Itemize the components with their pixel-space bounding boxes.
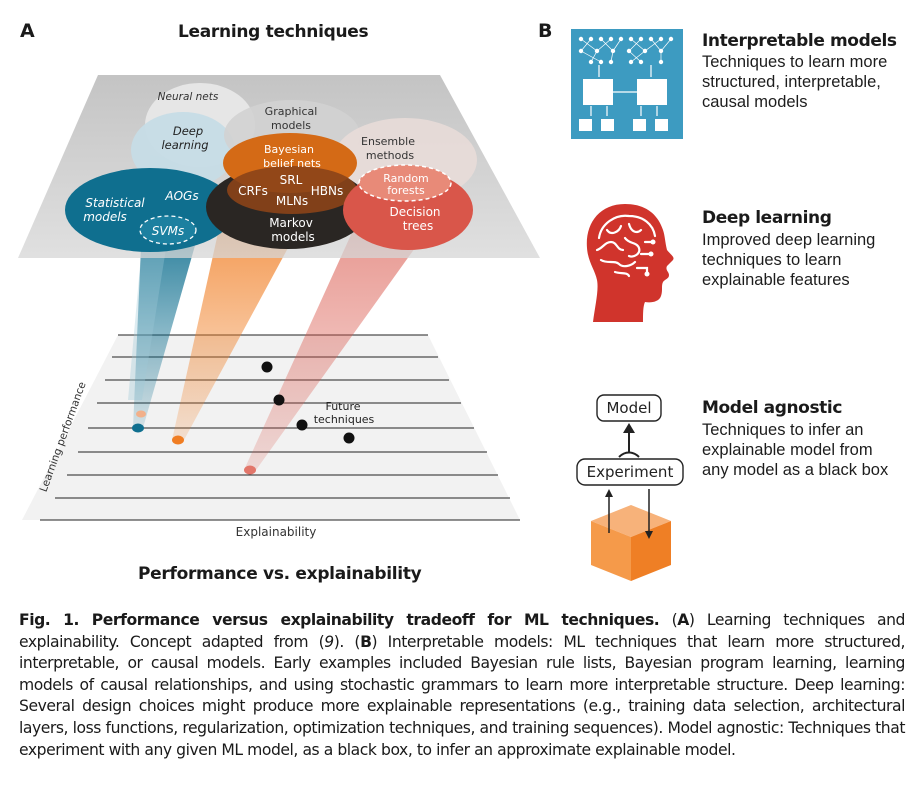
panel-b-letter: B <box>538 20 553 42</box>
model-box <box>596 394 662 422</box>
black-box-icon: Model Experiment <box>576 394 684 581</box>
future-techniques-label-2: techniques <box>314 413 375 426</box>
deep-learning-label-2: learning <box>161 138 208 152</box>
caption-citation: 9 <box>324 632 334 651</box>
network-diagram-icon <box>571 29 683 139</box>
orange-marker <box>172 435 184 445</box>
srl-ellipse <box>227 166 357 214</box>
statistical-models-label-2: models <box>83 210 127 224</box>
panel-a-title: Learning techniques <box>178 22 369 42</box>
ensemble-methods-label: Ensemble <box>361 135 415 148</box>
ensemble-methods-label-2: methods <box>366 149 414 162</box>
orange-beam <box>172 215 295 440</box>
desc-line: explainable features <box>702 271 850 289</box>
desc-line: explainable model from <box>702 441 873 459</box>
markov-label-2: models <box>271 230 315 244</box>
future-dot-3 <box>296 419 308 431</box>
graphical-models-label: Graphical <box>265 105 318 118</box>
future-dot-4 <box>343 432 355 444</box>
model-label: Model <box>606 399 651 417</box>
caption-title: Fig. 1. Performance versus explainabilit… <box>19 611 660 629</box>
experiment-box <box>576 458 684 486</box>
markov-label: Markov <box>269 216 313 230</box>
learning-techniques-figure: Neural nets Deep learning Graphical mode… <box>18 75 540 539</box>
bayesian-label-2: belief nets <box>263 157 321 170</box>
deep-learning-desc: Improved deep learning techniques to lea… <box>702 230 875 290</box>
graphical-models-label-2: models <box>271 119 311 132</box>
caption-text: ). ( <box>333 632 361 651</box>
desc-line: Techniques to learn more <box>702 53 888 71</box>
red-beam <box>244 215 435 470</box>
hbns-label: HBNs <box>311 184 343 198</box>
model-agnostic-desc: Techniques to infer an explainable model… <box>702 420 888 480</box>
random-forests-label: Random <box>383 172 429 185</box>
red-marker <box>244 465 256 475</box>
random-forests-label-2: forests <box>387 184 425 197</box>
decision-trees-label-2: trees <box>403 219 433 233</box>
future-dot-2 <box>273 394 285 406</box>
svms-label: SVMs <box>152 224 184 238</box>
neural-nets-label: Neural nets <box>158 91 219 103</box>
teal-beam <box>133 225 198 428</box>
caption-ref-b: B <box>360 632 372 651</box>
crfs-label: CRFs <box>238 184 268 198</box>
desc-line: Techniques to infer an <box>702 421 864 439</box>
teal-marker <box>132 423 144 433</box>
panel-a-bottom-title: Performance vs. explainability <box>138 564 422 584</box>
desc-line: any model as a black box <box>702 461 889 479</box>
caption-text: ) Learning techniques and explainability… <box>19 611 906 651</box>
x-axis-label: Explainability <box>236 525 317 539</box>
future-techniques-label: Future <box>325 400 360 413</box>
caption-text: ( <box>659 611 678 629</box>
interpretable-models-desc: Techniques to learn more structured, int… <box>702 52 887 112</box>
experiment-label: Experiment <box>587 463 674 481</box>
statistical-models-label: Statistical <box>85 196 145 210</box>
aogs-label: AOGs <box>164 189 198 203</box>
panel-a-letter: A <box>20 20 35 42</box>
caption-text: ) Interpretable models: ML techniques th… <box>19 632 905 759</box>
srl-label: SRL <box>280 173 303 187</box>
bayesian-label: Bayesian <box>264 143 314 156</box>
deep-learning-label: Deep <box>173 124 203 138</box>
desc-line: Improved deep learning <box>702 231 876 249</box>
svms-ellipse <box>139 215 197 245</box>
desc-line: techniques to learn <box>702 251 842 269</box>
caption-ref-a: A <box>677 611 689 629</box>
mlns-label: MLNs <box>276 194 308 208</box>
deep-learning-heading: Deep learning <box>702 208 832 228</box>
desc-line: causal models <box>702 93 808 111</box>
desc-line: structured, interpretable, <box>702 73 881 91</box>
figure-caption: Fig. 1. Performance versus explainabilit… <box>19 610 905 761</box>
future-dot-1 <box>261 361 273 373</box>
faint-marker <box>136 410 146 418</box>
decision-trees-label: Decision <box>389 205 440 219</box>
random-forests-ellipse <box>358 164 452 202</box>
brain-head-icon <box>586 204 674 322</box>
model-agnostic-heading: Model agnostic <box>702 398 843 418</box>
interpretable-models-heading: Interpretable models <box>702 31 897 51</box>
